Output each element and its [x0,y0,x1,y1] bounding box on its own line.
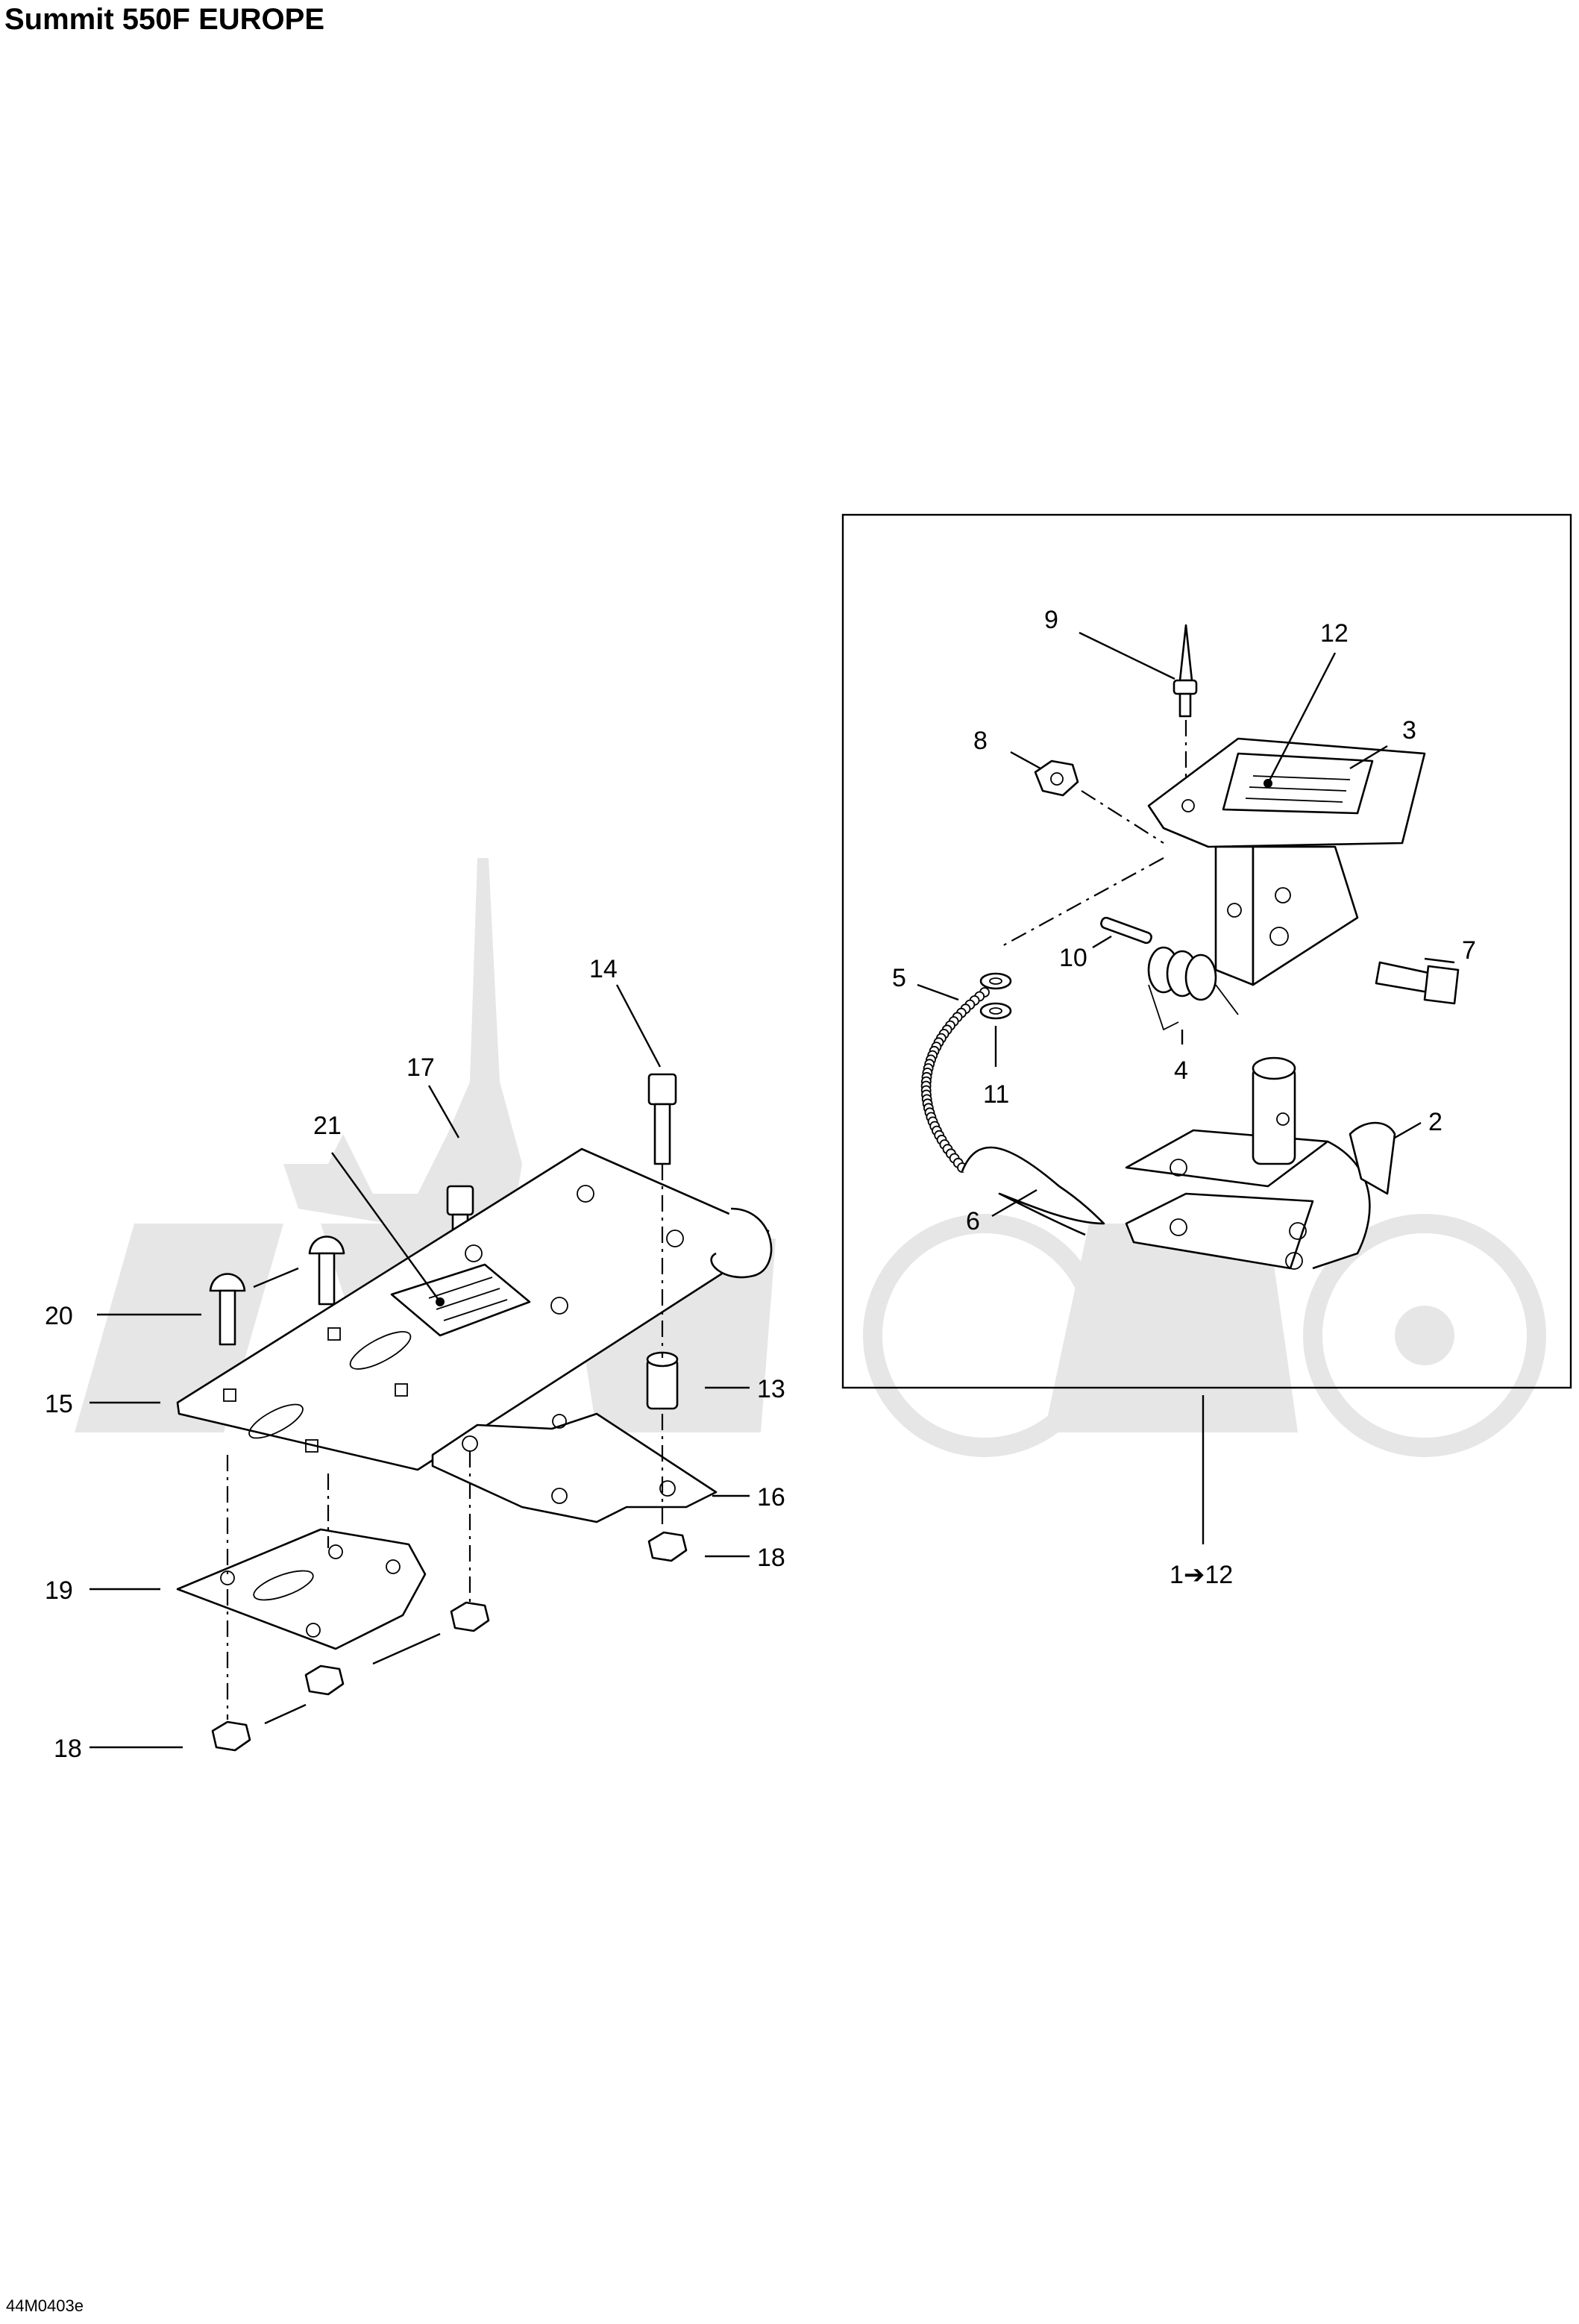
callout-12: 12 [1320,619,1349,648]
part-15-mounting-plate [176,1147,773,1471]
part-16-bracket [431,1412,718,1523]
part-14-bolt [647,1073,677,1165]
drawing-code: 44M0403e [6,2296,84,2315]
callout-4: 4 [1174,1056,1188,1085]
part-9-pin [1173,624,1198,718]
part-8-nut [1034,759,1079,797]
callout-16: 16 [757,1483,785,1512]
part-5-chain [920,987,990,1173]
part-10-roll-pin [1100,916,1152,945]
callout-21: 21 [313,1112,342,1140]
kit-range-label: 1➔12 [1170,1561,1233,1589]
callout-10: 10 [1059,944,1087,972]
callout-18: 18 [757,1544,785,1572]
part-2-hitch [1125,1056,1396,1270]
callout-19: 19 [45,1576,73,1605]
callout-20: 20 [45,1302,73,1330]
part-7-bolt [1375,961,1460,1005]
callout-15: 15 [45,1390,73,1418]
part-3-step [1147,737,1426,986]
kit-box-frame [841,513,1572,1389]
callout-17: 17 [406,1053,435,1082]
callout-9: 9 [1044,606,1058,634]
part-20-carriage-bolts [209,1235,345,1346]
part-19-lower-plate [176,1528,427,1650]
callout-7: 7 [1462,936,1476,965]
callout-13: 13 [757,1375,785,1403]
callout-5: 5 [892,964,906,992]
callout-14: 14 [589,955,618,983]
callout-2: 2 [1428,1108,1443,1136]
part-4-spring [1147,946,1239,1031]
callout-11: 11 [983,1080,1009,1109]
part-13-spacer [646,1351,679,1410]
callout-3: 3 [1402,716,1416,745]
part-6-hitch-pin-clip [961,1146,1105,1236]
page-title: Summit 550F EUROPE [4,3,325,36]
callout-18b: 18 [54,1735,82,1763]
callout-8: 8 [973,727,988,755]
part-18-flange-nuts [211,1531,688,1752]
part-11-washers [979,972,1012,1020]
callout-6: 6 [966,1207,980,1235]
